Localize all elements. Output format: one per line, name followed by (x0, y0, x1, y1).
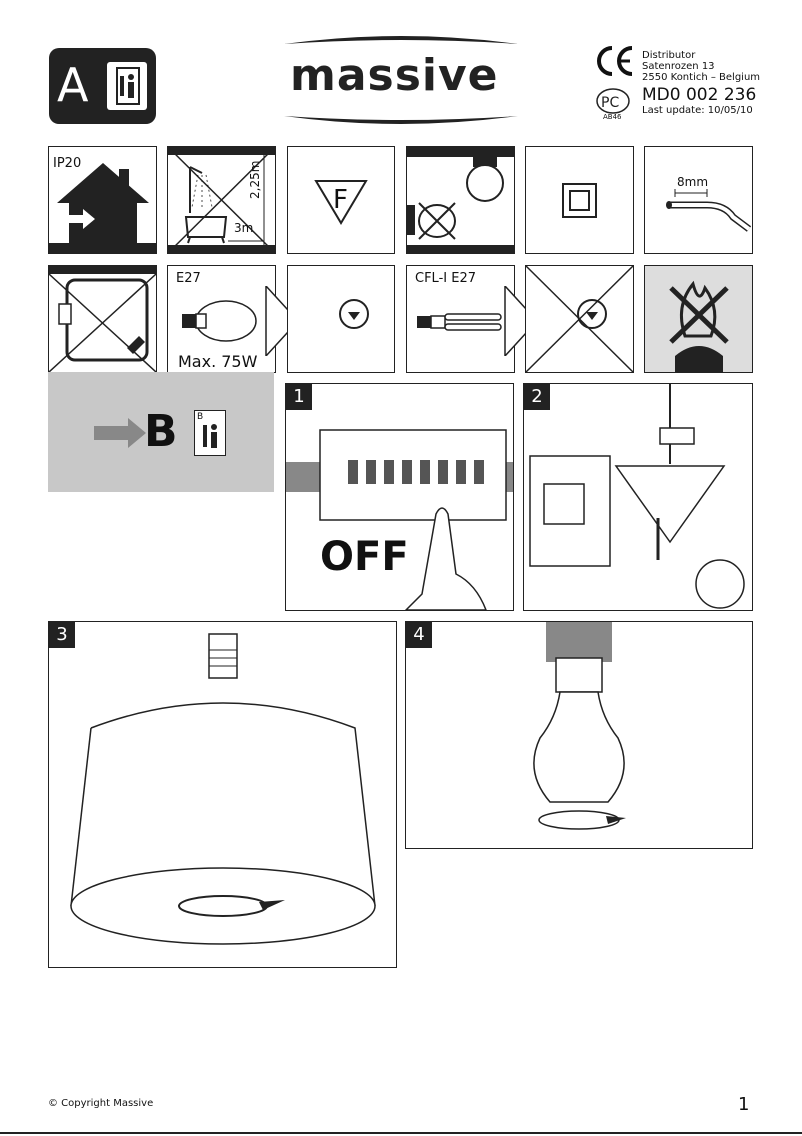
ip20-indoor-icon: IP20 (48, 146, 157, 254)
f-mark-icon: F (287, 146, 395, 254)
cfl-bulb-icon: CFL-I E27 (406, 265, 515, 373)
cfl-label: CFL-I E27 (415, 271, 476, 286)
strip-length: 8mm (677, 175, 709, 189)
manual-info-icon (107, 62, 147, 110)
off-label: OFF (320, 534, 409, 580)
distributor-line: Satenrozen 13 (642, 61, 715, 72)
arrow-right-icon (94, 418, 146, 448)
copyright: © Copyright Massive (48, 1098, 154, 1109)
max-watt: Max. 75W (178, 352, 258, 371)
step-number: 2 (524, 384, 550, 410)
e27-bulb-icon: E27 Max. 75W (167, 265, 276, 373)
section-a-badge: A (49, 48, 156, 124)
manual-b-letter: B (197, 412, 204, 422)
step-number: 3 (49, 622, 75, 648)
dimmer-ok-icon (287, 265, 395, 373)
step-1-panel: 1 OFF (285, 383, 514, 611)
arrow-right-icon (264, 284, 304, 358)
section-letter: A (57, 58, 89, 112)
section-b-letter: B (144, 406, 178, 457)
height-measure: 2,25m (248, 160, 262, 199)
model-number: MD0 002 236 (642, 85, 757, 105)
last-update: Last update: 10/05/10 (642, 105, 753, 116)
svg-text:PC: PC (601, 95, 619, 111)
page-number: 1 (738, 1094, 750, 1115)
distributor-line: Distributor (642, 50, 696, 61)
no-wall-mount-icon (406, 146, 515, 254)
e27-label: E27 (176, 271, 201, 286)
no-heat-icon (644, 265, 753, 373)
step-3-panel: 3 (48, 621, 397, 968)
cert-code: AB46 (603, 113, 622, 121)
see-manual-b-panel: B B (48, 372, 274, 492)
step-number: 4 (406, 622, 432, 648)
no-plug-icon (48, 265, 157, 373)
wire-strip-icon: 8mm (644, 146, 753, 254)
step-number: 1 (286, 384, 312, 410)
brand-name: massive (290, 50, 499, 101)
step-4-panel: 4 (405, 621, 753, 849)
distributor-block: Distributor Satenrozen 13 2550 Kontich –… (642, 50, 772, 83)
brand-logo: massive (282, 34, 520, 126)
bathroom-zone-icon: 2,25m 3m (167, 146, 276, 254)
step-2-panel: 2 (523, 383, 753, 611)
f-mark-letter: F (333, 185, 348, 215)
pct-mark: PC AB46 (594, 86, 634, 126)
distance-measure: 3m (234, 221, 254, 235)
manual-info-icon: B (194, 410, 226, 456)
bottom-rule (0, 1132, 802, 1134)
class-ii-icon (525, 146, 634, 254)
no-dimmer-icon (525, 265, 634, 373)
arrow-right-icon (503, 284, 543, 358)
distributor-line: 2550 Kontich – Belgium (642, 72, 761, 83)
ip-rating: IP20 (53, 156, 82, 171)
ce-mark (594, 44, 636, 78)
